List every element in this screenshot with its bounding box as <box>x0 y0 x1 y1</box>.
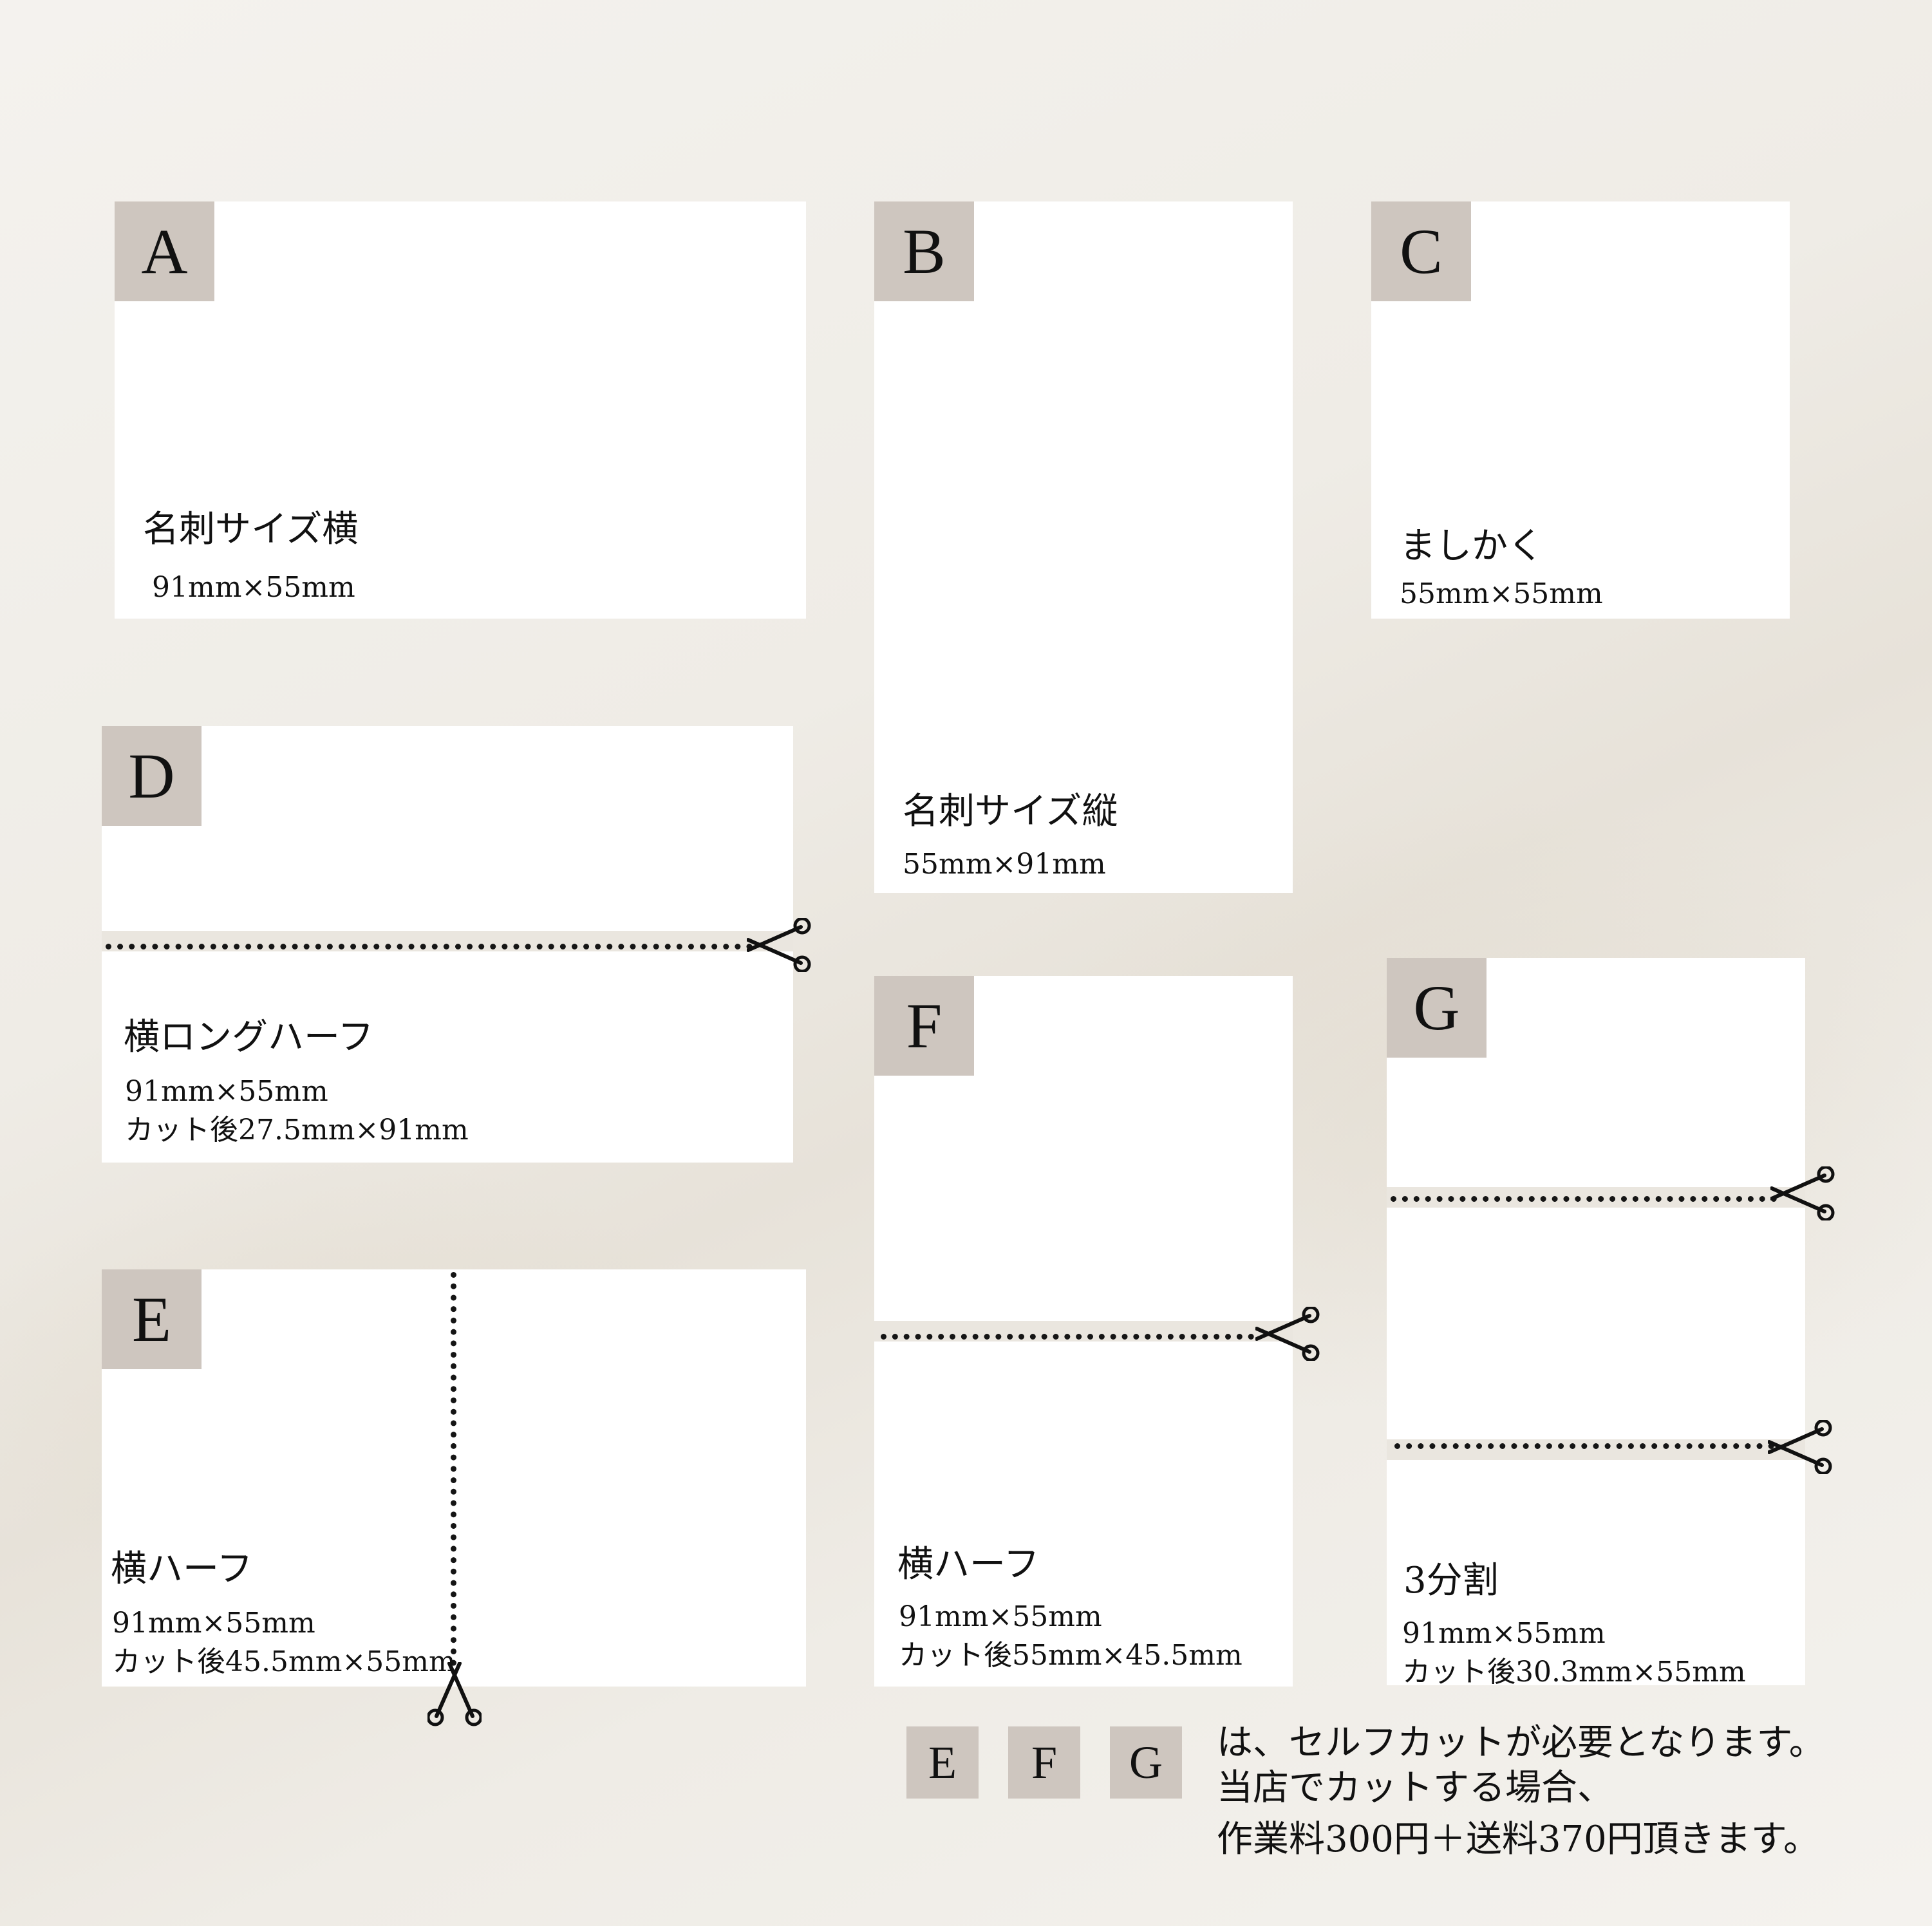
cut-line-vertical <box>451 1272 456 1666</box>
card-e-dimensions: 91mm×55mm <box>112 1607 315 1640</box>
cut-line-band <box>1387 1439 1805 1460</box>
card-g-title: 3分割 <box>1403 1560 1499 1602</box>
card-c-letter-badge: C <box>1371 201 1471 301</box>
card-d-cut-dimensions: カット後27.5mm×91mm <box>125 1114 469 1146</box>
scissors-icon <box>1768 1420 1832 1474</box>
note-badge-e: E <box>906 1726 979 1799</box>
card-d-title: 横ロングハーフ <box>124 1016 374 1058</box>
card-e: E 横ハーフ 91mm×55mm カット後45.5mm×55mm <box>102 1269 806 1687</box>
card-a-dimensions: 91mm×55mm <box>152 571 355 604</box>
note-badge-g: G <box>1110 1726 1182 1799</box>
scissors-icon <box>747 918 811 972</box>
note-line-1: は、セルフカットが必要となります。 <box>1217 1722 1825 1764</box>
card-f-dimensions: 91mm×55mm <box>899 1600 1102 1633</box>
card-g: G 3分割 91mm×55mm カット後30.3mm×55mm <box>1387 958 1805 1688</box>
card-d: D 横ロングハーフ 91mm×55mm カット後27.5mm×91mm <box>102 726 793 1163</box>
scissors-icon <box>427 1662 482 1726</box>
card-c-dimensions: 55mm×55mm <box>1400 577 1603 610</box>
note-badge-f: F <box>1008 1726 1080 1799</box>
cut-line-horizontal <box>106 944 753 949</box>
card-e-cut-dimensions: カット後45.5mm×55mm <box>112 1645 456 1678</box>
cut-line-horizontal <box>1394 1443 1774 1449</box>
card-a-title: 名刺サイズ横 <box>143 509 359 550</box>
card-f: F 横ハーフ 91mm×55mm カット後55mm×45.5mm <box>874 976 1293 1687</box>
card-b: B 名刺サイズ縦 55mm×91mm <box>874 201 1293 893</box>
scissors-icon <box>1255 1307 1320 1361</box>
card-g-dimensions: 91mm×55mm <box>1402 1617 1606 1650</box>
card-c-title: ましかく <box>1400 525 1544 567</box>
card-b-letter-badge: B <box>874 201 974 301</box>
card-b-dimensions: 55mm×91mm <box>903 848 1106 881</box>
cut-line-horizontal <box>1391 1196 1777 1202</box>
card-d-letter-badge: D <box>102 726 202 826</box>
card-g-letter-badge: G <box>1387 958 1487 1058</box>
card-e-letter-badge: E <box>102 1269 202 1369</box>
card-g-cut-dimensions: カット後30.3mm×55mm <box>1402 1656 1746 1688</box>
card-e-title: 横ハーフ <box>111 1548 253 1590</box>
note-line-2: 当店でカットする場合、 <box>1217 1767 1613 1809</box>
card-f-cut-dimensions: カット後55mm×45.5mm <box>899 1639 1243 1672</box>
card-a-letter-badge: A <box>115 201 214 301</box>
scissors-icon <box>1770 1166 1835 1220</box>
card-a: A 名刺サイズ横 91mm×55mm <box>115 201 806 619</box>
card-b-title: 名刺サイズ縦 <box>903 790 1118 832</box>
card-c: C ましかく 55mm×55mm <box>1371 201 1790 619</box>
card-f-letter-badge: F <box>874 976 974 1076</box>
note-line-3: 作業料300円＋送料370円頂きます。 <box>1217 1818 1820 1860</box>
card-f-title: 横ハーフ <box>897 1544 1040 1585</box>
card-d-dimensions: 91mm×55mm <box>125 1075 328 1108</box>
cut-line-horizontal <box>881 1334 1254 1340</box>
